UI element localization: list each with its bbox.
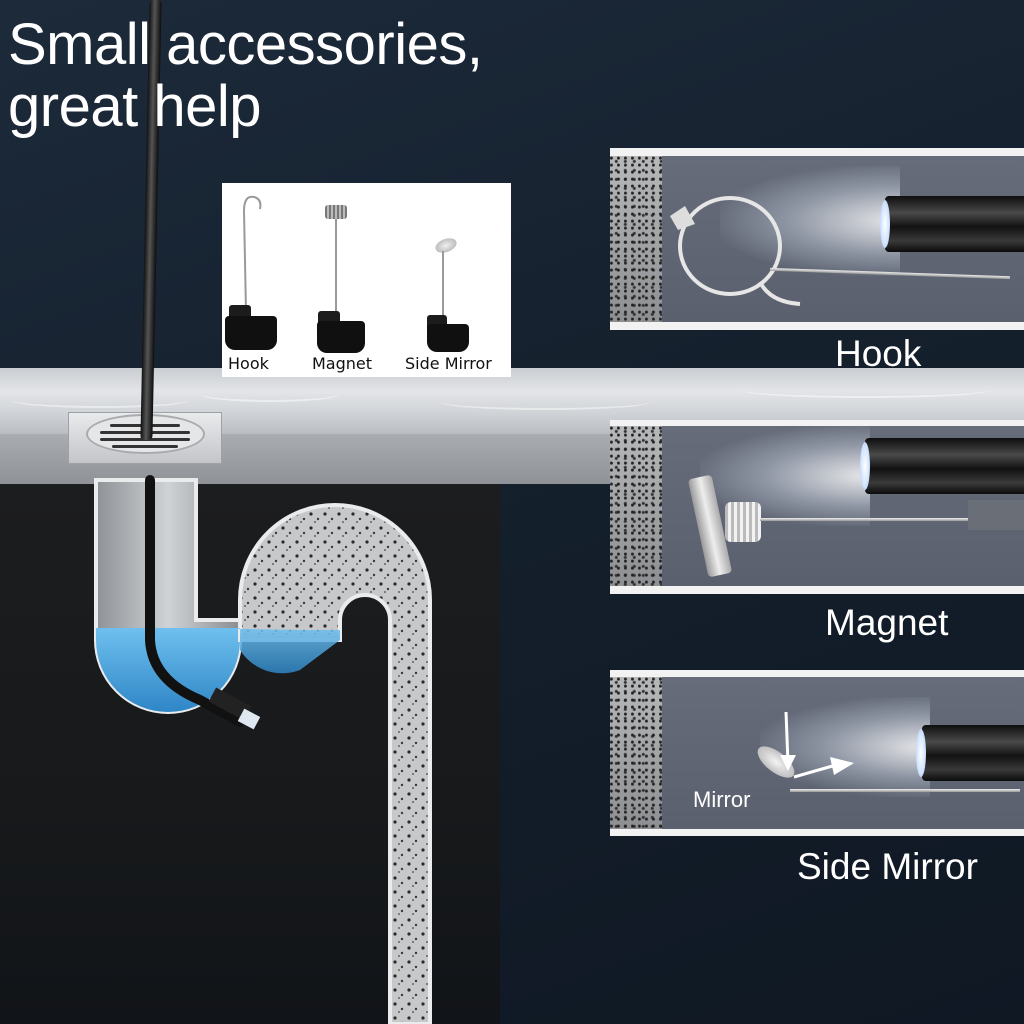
panel-title-hook: Hook — [835, 333, 922, 374]
magnet-coil-icon — [725, 502, 761, 542]
p-trap-pipe — [94, 475, 432, 1024]
side-mirror-accessory-icon — [433, 235, 459, 256]
panel-hook: Hook — [610, 148, 1024, 378]
hook-illustration — [610, 156, 1024, 322]
scope-clip — [968, 500, 1024, 530]
panel-side-mirror: Mirror Side Mirror — [610, 670, 1024, 900]
accessory-hook: Hook — [222, 183, 312, 377]
headline: Small accessories, great help — [8, 12, 483, 139]
accessory-label-magnet: Magnet — [312, 354, 373, 373]
accessory-label-side-mirror: Side Mirror — [405, 354, 492, 373]
panel-title-magnet: Magnet — [825, 602, 949, 643]
hook-accessory-icon — [242, 195, 262, 311]
accessory-magnet: Magnet — [312, 183, 402, 377]
panel-magnet: Magnet — [610, 420, 1024, 650]
accessory-side-mirror: Side Mirror — [402, 183, 511, 377]
ring-icon — [670, 196, 801, 306]
magnet-illustration — [610, 426, 1024, 586]
light-reflection-arrows-icon — [780, 711, 854, 779]
magnet-accessory-icon — [325, 205, 347, 219]
accessory-label-hook: Hook — [228, 354, 269, 373]
headline-line-1: Small accessories, — [8, 12, 483, 77]
side-mirror-illustration: Mirror — [610, 677, 1024, 829]
accessories-card: Hook Magnet Side Mirror — [222, 183, 511, 377]
mirror-annotation: Mirror — [693, 787, 751, 812]
headline-line-2: great help — [8, 74, 261, 139]
panel-title-side-mirror: Side Mirror — [797, 846, 978, 887]
